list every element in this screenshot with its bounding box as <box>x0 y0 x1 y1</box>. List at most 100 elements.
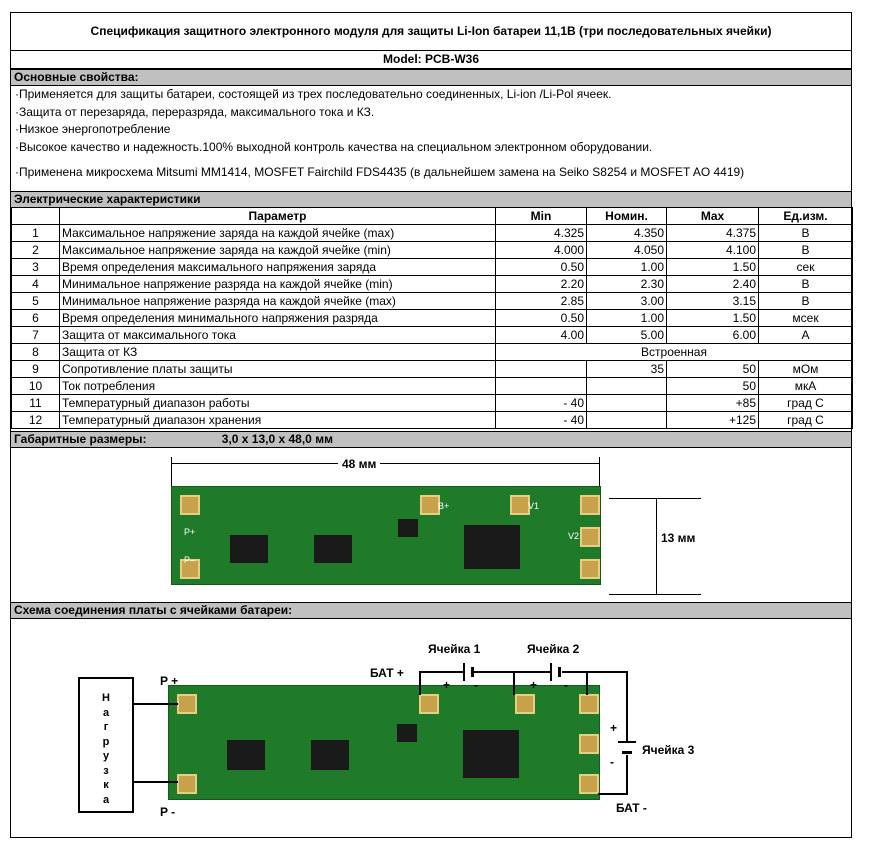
silk-p-plus: P+ <box>184 527 196 537</box>
cell-unit: сек <box>758 258 853 276</box>
cell-min: 0.50 <box>495 258 587 276</box>
spec-sheet: Спецификация защитного электронного моду… <box>10 12 853 838</box>
cell-nom: 1.00 <box>586 258 667 276</box>
transistor-icon <box>398 519 418 537</box>
wire <box>134 703 178 705</box>
mosfet-chip-icon <box>311 740 349 770</box>
controller-chip-icon <box>463 730 519 778</box>
col-header-num <box>11 207 60 225</box>
cell2-minus-sign: - <box>564 678 568 692</box>
mosfet-chip-icon <box>314 535 352 563</box>
silk-v1: V1 <box>528 501 540 511</box>
pad-icon <box>177 694 197 714</box>
cell-num: 9 <box>11 360 60 378</box>
wire <box>598 793 628 795</box>
cell-min: 4.000 <box>495 241 587 259</box>
cell-num: 1 <box>11 224 60 242</box>
cell-max: 50 <box>666 377 759 395</box>
cell-param: Минимальное напряжение разряда на каждой… <box>59 292 496 310</box>
pad-icon <box>580 559 600 579</box>
property-item: ·Применена микросхема Mitsumi MM1414, MO… <box>15 165 745 179</box>
cell-nom <box>586 394 667 412</box>
load-letter: к <box>103 779 109 791</box>
cell-param: Время определения максимального напряжен… <box>59 258 496 276</box>
cell2-plate-icon <box>550 663 552 681</box>
pad-icon <box>510 495 530 515</box>
cell1-plate-icon <box>463 663 465 681</box>
mosfet-chip-icon <box>230 535 268 563</box>
wire <box>562 671 628 673</box>
cell-num: 6 <box>11 309 60 327</box>
cell-param: Максимальное напряжение заряда на каждой… <box>59 224 496 242</box>
cell-unit: В <box>758 292 853 310</box>
wire <box>419 671 463 673</box>
property-item: ·Защита от перезаряда, переразряда, макс… <box>15 104 375 119</box>
load-letter: р <box>102 735 110 748</box>
bat-plus-label: БАТ + <box>370 666 404 680</box>
cell-nom: 4.350 <box>586 224 667 242</box>
section-main-properties: Основные свойства: <box>11 69 851 86</box>
cell-nom <box>586 377 667 395</box>
cell-max: +125 <box>666 411 759 429</box>
cell-max: 4.100 <box>666 241 759 259</box>
cell-nom: 1.00 <box>586 309 667 327</box>
pad-icon <box>579 734 599 754</box>
cell-nom: 4.050 <box>586 241 667 259</box>
silk-p-minus: P– <box>184 555 196 565</box>
dimension-tick <box>609 498 701 499</box>
wire <box>513 671 515 695</box>
cell-unit: град С <box>758 394 853 412</box>
cell1-plate-icon <box>471 667 474 677</box>
col-header-param: Параметр <box>59 207 496 225</box>
dimension-arrow-height <box>656 498 657 594</box>
properties-list: ·Применяется для защиты батареи, состоящ… <box>15 86 744 182</box>
cell-min <box>495 377 587 395</box>
bat-minus-label: БАТ - <box>616 801 647 815</box>
cell-max: 1.50 <box>666 258 759 276</box>
transistor-icon <box>397 724 417 742</box>
cell2-label: Ячейка 2 <box>527 642 580 656</box>
cell-min: - 40 <box>495 394 587 412</box>
cell-min: - 40 <box>495 411 587 429</box>
cell-param: Максимальное напряжение заряда на каждой… <box>59 241 496 259</box>
cell-num: 11 <box>11 394 60 412</box>
cell-max: 2.40 <box>666 275 759 293</box>
cell-num: 5 <box>11 292 60 310</box>
cell1-label: Ячейка 1 <box>428 642 481 656</box>
table-header-row: Параметр Min Номин. Max Ед.изм. <box>11 207 853 225</box>
load-letter: Н <box>102 692 110 704</box>
dimensions-value: 3,0 х 13,0 х 48,0 мм <box>221 432 333 446</box>
cell-param: Минимальное напряжение разряда на каждой… <box>59 275 496 293</box>
cell-param: Температурный диапазон хранения <box>59 411 496 429</box>
dimension-tick <box>609 594 701 595</box>
col-header-min: Min <box>495 207 587 225</box>
cell-max: 6.00 <box>666 326 759 344</box>
cell-unit: В <box>758 275 853 293</box>
dimension-tick <box>171 457 172 487</box>
pad-icon <box>579 774 599 794</box>
load-letter: у <box>102 750 110 762</box>
silk-v2: V2 <box>568 531 580 541</box>
pad-icon <box>180 495 200 515</box>
wire <box>626 755 628 795</box>
section-wiring: Схема соединения платы с ячейками батаре… <box>11 602 851 619</box>
cell-num: 12 <box>11 411 60 429</box>
cell3-minus-sign: - <box>610 755 614 769</box>
pad-icon <box>580 495 600 515</box>
document-title: Спецификация защитного электронного моду… <box>11 13 851 51</box>
cell-max: 50 <box>666 360 759 378</box>
cell3-label: Ячейка 3 <box>642 743 695 757</box>
pad-icon <box>180 559 200 579</box>
cell-num: 8 <box>11 343 60 361</box>
cell-value-builtin: Встроенная <box>495 343 853 361</box>
dimension-arrow-length <box>171 463 600 464</box>
